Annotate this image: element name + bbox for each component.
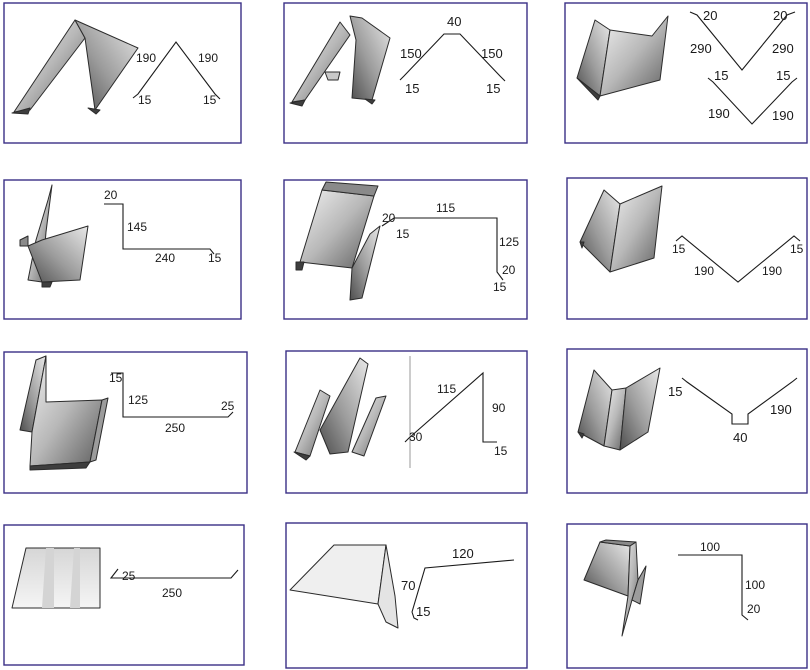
dim-label: 240 — [155, 251, 175, 265]
section-outline — [678, 554, 749, 621]
dim-label: 70 — [401, 578, 415, 593]
dim-label: 100 — [700, 540, 720, 554]
profile-3d-image — [583, 539, 647, 637]
dim-label: 250 — [165, 421, 185, 435]
panel-eaves-flashing: 20 15 115 125 20 15 — [283, 179, 528, 320]
panel-drip-edge-flat: 25 250 — [3, 524, 245, 666]
dim-label: 20 — [382, 211, 396, 225]
dim-label: 25 — [122, 569, 136, 583]
dim-label: 15 — [494, 444, 508, 458]
dim-label: 290 — [772, 41, 794, 56]
panel-abutment-flashing: 15 125 25 250 — [3, 351, 248, 494]
dim-label: 115 — [437, 382, 456, 396]
dim-label: 190 — [770, 402, 792, 417]
profile-3d-image — [19, 355, 109, 471]
dim-label: 115 — [436, 201, 455, 215]
dim-label: 120 — [452, 546, 474, 561]
section-outline — [381, 217, 504, 281]
dim-label: 190 — [708, 106, 730, 121]
section-outline — [411, 611, 419, 621]
profile-3d-image — [295, 181, 381, 301]
dim-label: 25 — [221, 399, 235, 413]
dim-label: 20 — [703, 8, 717, 23]
dim-label: 15 — [790, 242, 804, 256]
profile-3d-image — [289, 15, 391, 107]
dim-label: 125 — [499, 235, 519, 249]
dim-label: 15 — [714, 68, 728, 83]
panel-frame — [285, 350, 528, 494]
dim-label: 15 — [776, 68, 790, 83]
dim-label: 20 — [747, 602, 761, 616]
dim-label: 40 — [447, 14, 461, 29]
profile-3d-image — [579, 185, 663, 273]
dim-label: 150 — [481, 46, 503, 61]
dim-label: 15 — [109, 371, 123, 385]
dim-label: 15 — [486, 81, 500, 96]
dim-label: 15 — [672, 242, 686, 256]
panel-valley-two-variants: 20 20 290 290 15 15 190 190 — [564, 2, 808, 144]
dim-label: 190 — [772, 108, 794, 123]
dim-label: 190 — [694, 264, 714, 278]
panel-gable-end-flashing: 115 90 30 15 — [285, 350, 528, 494]
dim-label: 15 — [208, 251, 222, 265]
dim-label: 125 — [128, 393, 148, 407]
section-outline — [681, 377, 798, 425]
panel-corner-flashing: 100 100 20 — [566, 523, 808, 669]
dim-label: 40 — [733, 430, 747, 445]
profile-3d-image — [11, 19, 139, 115]
dim-label: 15 — [416, 604, 430, 619]
section-outline — [411, 559, 515, 613]
dim-label: 190 — [198, 51, 218, 65]
panel-valley-with-channel: 15 190 40 — [566, 348, 808, 494]
section-outline — [404, 371, 497, 443]
panel-wall-flashing: 20 145 240 15 — [3, 179, 242, 320]
section-outline — [132, 41, 221, 100]
section-outline — [111, 372, 234, 418]
dim-label: 90 — [492, 401, 506, 415]
dim-label: 15 — [203, 93, 217, 107]
profile-3d-image — [576, 15, 669, 101]
profile-3d-image — [19, 184, 89, 288]
dim-label: 20 — [502, 263, 516, 277]
dim-label: 250 — [162, 586, 182, 600]
dim-label: 30 — [409, 430, 423, 444]
dim-label: 15 — [668, 384, 682, 399]
profile-3d-image — [577, 367, 661, 451]
profile-3d-image — [11, 547, 101, 609]
profile-3d-image — [289, 544, 399, 629]
section-outline — [104, 203, 215, 255]
section-outline — [109, 568, 239, 579]
section-outline — [689, 11, 796, 71]
profile-3d-image — [293, 357, 387, 461]
panel-ridge-symmetric: 190 190 15 15 — [3, 2, 242, 144]
section-outline — [399, 33, 506, 82]
panel-frame — [283, 2, 528, 144]
dim-label: 15 — [396, 227, 410, 241]
dim-label: 190 — [136, 51, 156, 65]
dim-label: 15 — [493, 280, 507, 294]
dim-label: 20 — [104, 188, 118, 202]
dim-label: 145 — [127, 220, 147, 234]
dim-label: 15 — [138, 93, 152, 107]
dim-label: 100 — [745, 578, 765, 592]
section-outline — [675, 235, 801, 283]
dim-label: 20 — [773, 8, 787, 23]
panel-cornice-flashing: 120 70 15 — [285, 522, 528, 669]
dim-label: 190 — [762, 264, 782, 278]
panel-ridge-with-flat-top: 40 150 150 15 15 — [283, 2, 528, 144]
dim-label: 150 — [400, 46, 422, 61]
dim-label: 15 — [405, 81, 419, 96]
section-outline — [707, 77, 798, 125]
dim-label: 290 — [690, 41, 712, 56]
panel-valley-wide: 15 15 190 190 — [566, 177, 808, 320]
